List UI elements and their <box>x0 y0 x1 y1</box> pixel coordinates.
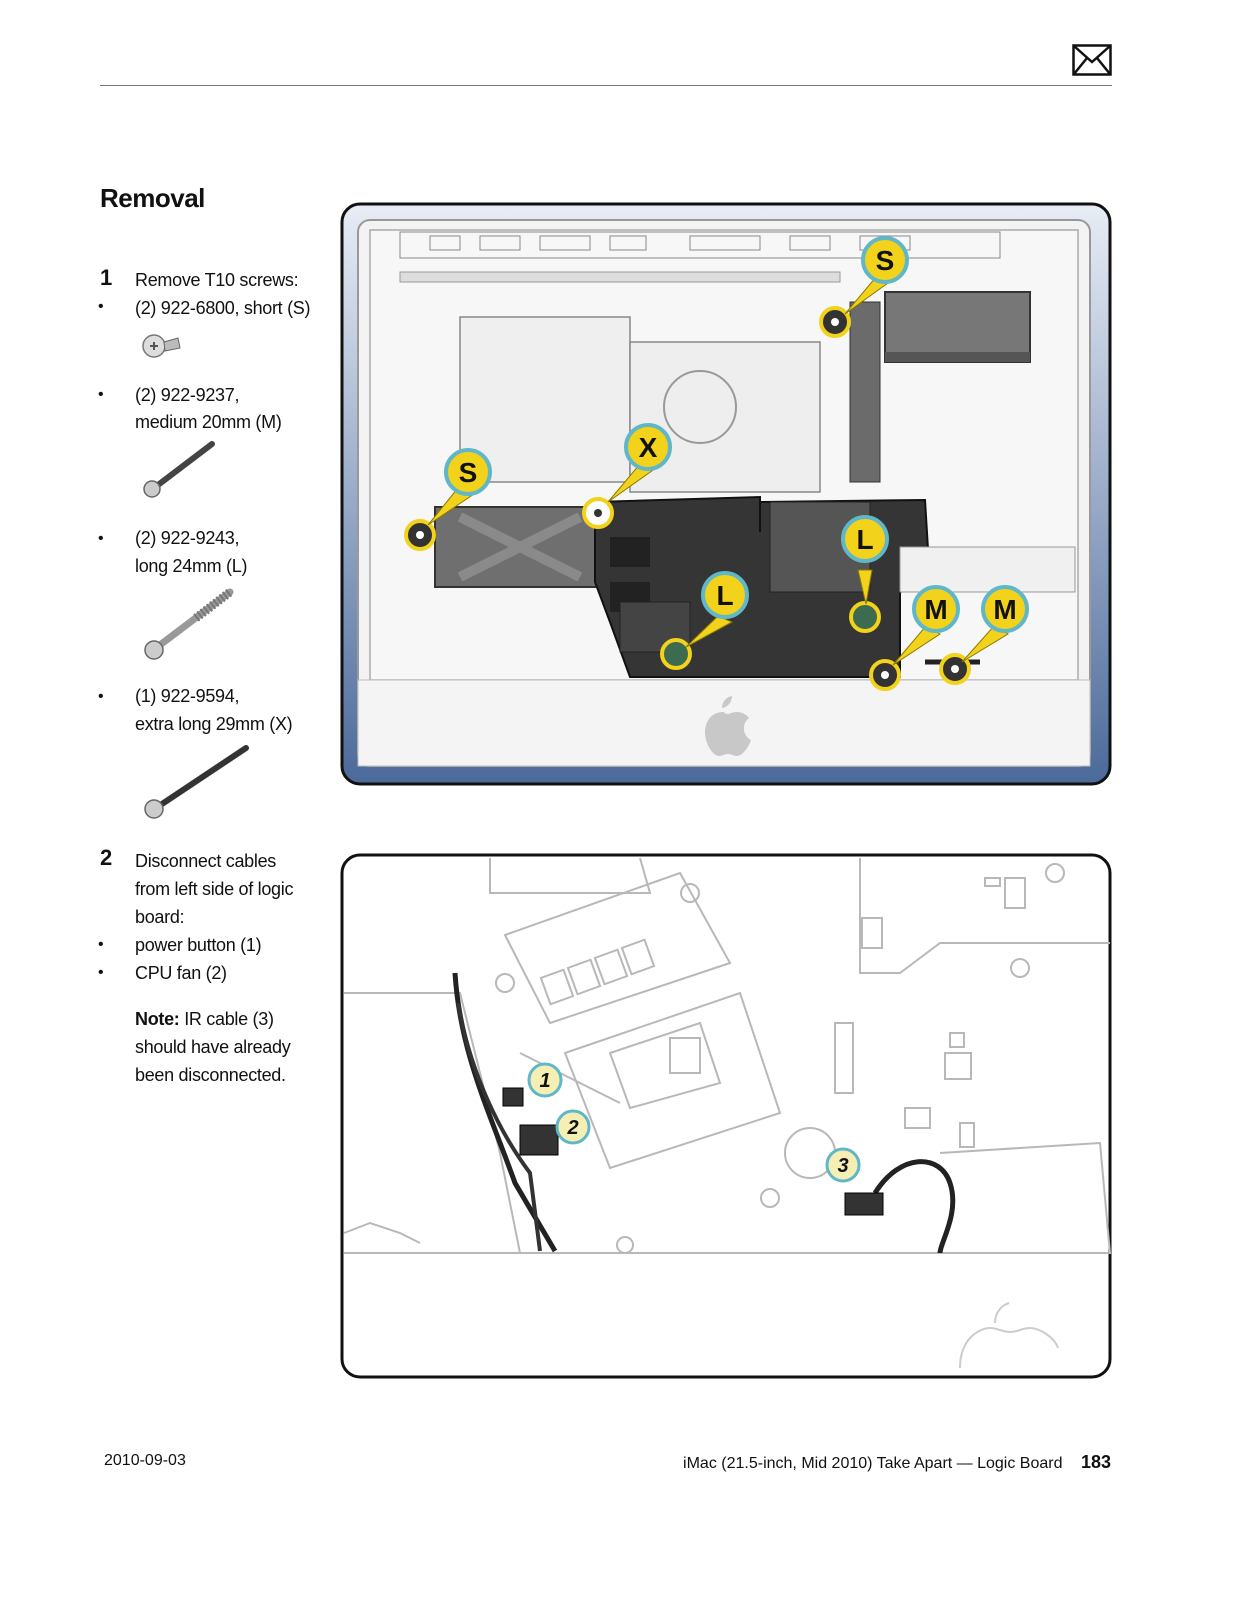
callout-2: 2 <box>566 1117 578 1139</box>
cable-item: CPU fan (2) <box>135 963 227 983</box>
callout-1: 1 <box>539 1070 550 1092</box>
screw-spec: (2) 922-9237, <box>135 385 240 405</box>
note-line: Note: IR cable (3) <box>135 1005 274 1033</box>
page-number: 183 <box>1080 1452 1111 1472</box>
section-title: Removal <box>100 183 205 213</box>
bullet: • <box>98 386 104 403</box>
step-intro: from left side of logic <box>135 879 294 899</box>
footer-doc-title: iMac (21.5-inch, Mid 2010) Take Apart — … <box>683 1455 1063 1472</box>
screw-spec: medium 20mm (M) <box>135 412 282 432</box>
note-text: been disconnected. <box>135 1065 286 1085</box>
step-number: 1 <box>100 265 113 290</box>
footer-date: 2010-09-03 <box>104 1452 186 1469</box>
bullet: • <box>98 964 104 981</box>
step-intro: Remove T10 screws: <box>135 270 299 290</box>
callout-3: 3 <box>837 1155 848 1177</box>
note-text: should have already <box>135 1037 291 1057</box>
note-label: Note: <box>135 1009 180 1029</box>
header-rule <box>100 85 1112 86</box>
callout-m: M <box>924 594 947 625</box>
step-number: 2 <box>100 845 113 870</box>
logic-board-cables-figure: 1 2 3 <box>340 853 1112 1379</box>
bullet: • <box>98 530 104 547</box>
screw-spec: extra long 29mm (X) <box>135 714 293 734</box>
cable-item: power button (1) <box>135 935 262 955</box>
callout-x: X <box>639 432 658 463</box>
medium-screw-image <box>143 441 215 498</box>
footer-title-group: iMac (21.5-inch, Mid 2010) Take Apart — … <box>683 1452 1111 1473</box>
screw-spec: (1) 922-9594, <box>135 686 240 706</box>
envelope-icon[interactable] <box>1072 44 1112 76</box>
note-text: IR cable (3) <box>184 1009 274 1029</box>
callout-s: S <box>876 245 895 276</box>
step-intro: Disconnect cables <box>135 851 276 871</box>
callout-l: L <box>716 580 733 611</box>
callout-m: M <box>993 594 1016 625</box>
screw-spec: (2) 922-6800, short (S) <box>135 298 311 318</box>
screw-spec: long 24mm (L) <box>135 556 248 576</box>
short-screw-image <box>142 334 181 358</box>
long-screw-image <box>144 588 234 660</box>
bullet: • <box>98 936 104 953</box>
bullet: • <box>98 688 104 705</box>
callout-badges <box>444 236 1029 633</box>
screw-spec: (2) 922-9243, <box>135 528 240 548</box>
imac-logic-board-screws-figure: S S X L L M M <box>340 202 1112 786</box>
bullet: • <box>98 298 104 315</box>
callout-s: S <box>459 457 478 488</box>
extra-long-screw-image <box>144 745 249 819</box>
step-intro: board: <box>135 907 185 927</box>
callout-l: L <box>856 524 873 555</box>
